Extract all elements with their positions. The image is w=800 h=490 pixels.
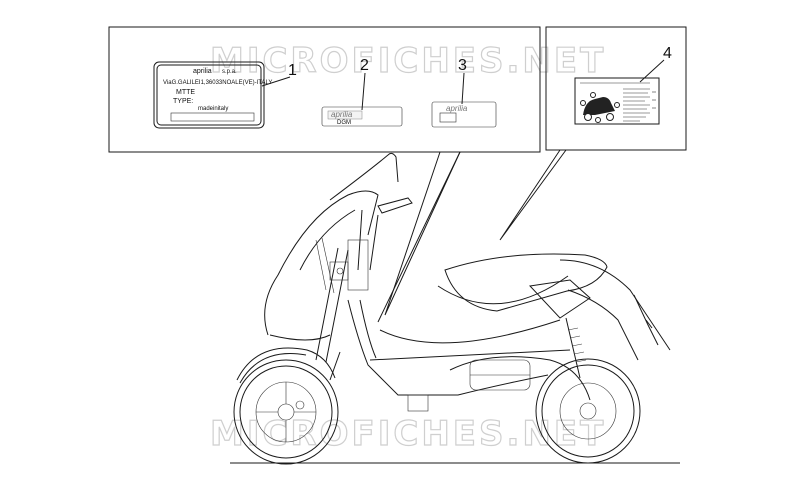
pointer-a-extra	[377, 151, 461, 323]
callout-2-number: 2	[360, 57, 369, 74]
callout-4-number: 4	[663, 45, 672, 62]
pointer-lines-a	[384, 151, 461, 316]
watermark-bottom: MICROFICHES.NET	[210, 414, 606, 454]
callout-1-leader	[261, 76, 291, 87]
label-1-made-in: madeinitaly	[198, 106, 228, 112]
label-4-sticker	[574, 77, 660, 125]
inset-box-sticker	[545, 26, 687, 151]
label-3-brand: aprilia	[446, 104, 468, 113]
label-3-plate: aprilia	[431, 101, 497, 128]
watermark-top: MICROFICHES.NET	[210, 41, 606, 81]
label-1-address: ViaG.GALILEI1,36033NOALE(VE)-ITALY	[163, 80, 272, 86]
callout-3-number: 3	[458, 57, 467, 74]
label-1-company-suffix: s.p.a.	[222, 69, 237, 75]
label-2-brand: aprilia	[331, 110, 353, 119]
label-2-model: DGM	[337, 120, 351, 126]
callout-3-leader	[461, 72, 465, 105]
label-1-brand: aprilia	[193, 68, 212, 75]
callout-2-leader	[361, 72, 366, 111]
inset-box-labels	[108, 26, 541, 153]
label-1-type: TYPE:	[173, 98, 193, 105]
pointer-lines-b	[499, 149, 567, 241]
callout-1-number: 1	[288, 62, 297, 79]
callout-4-leader	[639, 59, 665, 83]
label-1-mtte: MTTE	[176, 89, 195, 96]
scooter-drawing	[230, 152, 680, 465]
label-1-plate: aprilia s.p.a. ViaG.GALILEI1,36033NOALE(…	[153, 61, 272, 129]
